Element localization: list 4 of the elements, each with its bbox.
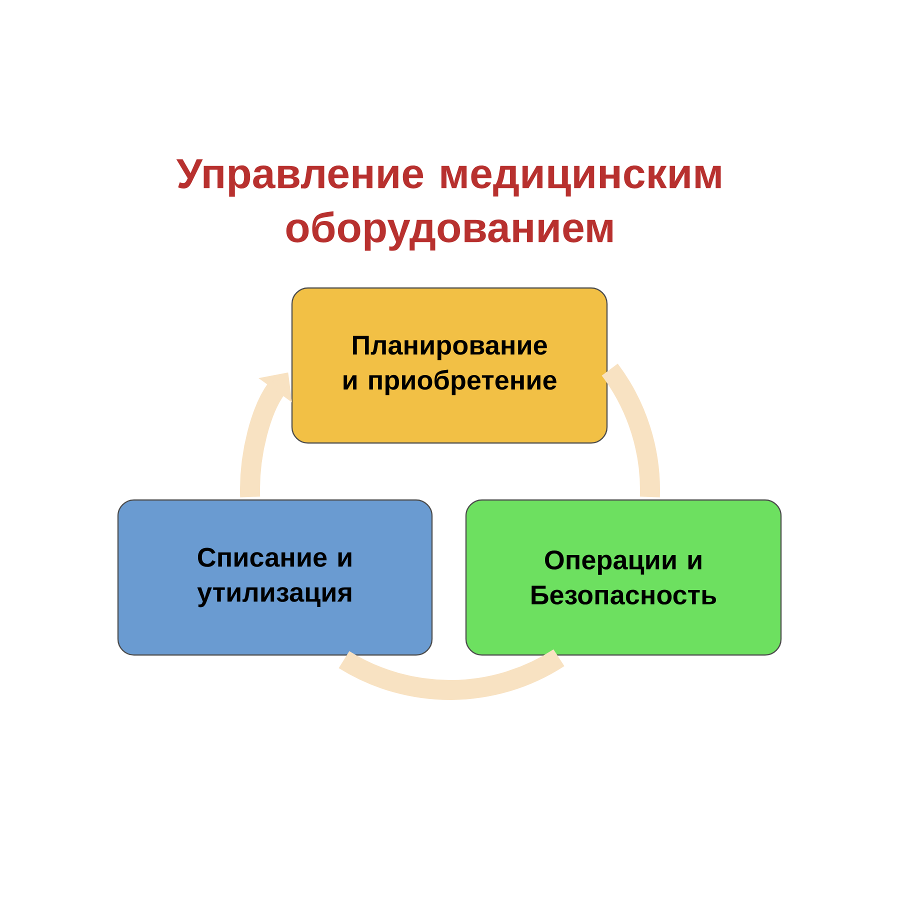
process-box: Планирование и приобретение [291, 287, 608, 444]
process-box: Операции и Безопасность [465, 499, 782, 656]
process-box: Списание и утилизация [117, 499, 433, 656]
title: Управление медицинским оборудованием [176, 159, 721, 251]
